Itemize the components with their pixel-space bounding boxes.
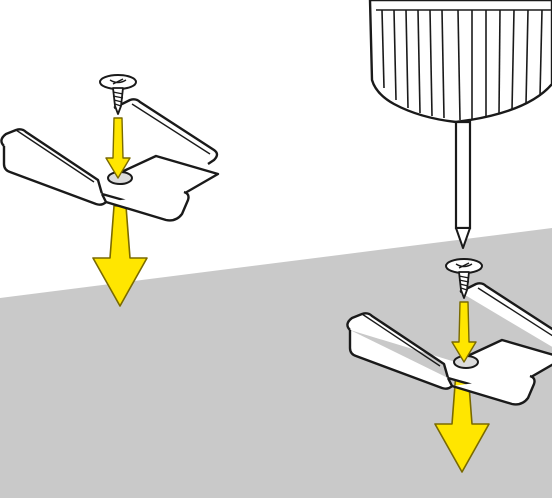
mounting-surface: [0, 228, 552, 498]
left-assembly: [0, 74, 220, 307]
screwdriver-icon: [368, 0, 552, 249]
